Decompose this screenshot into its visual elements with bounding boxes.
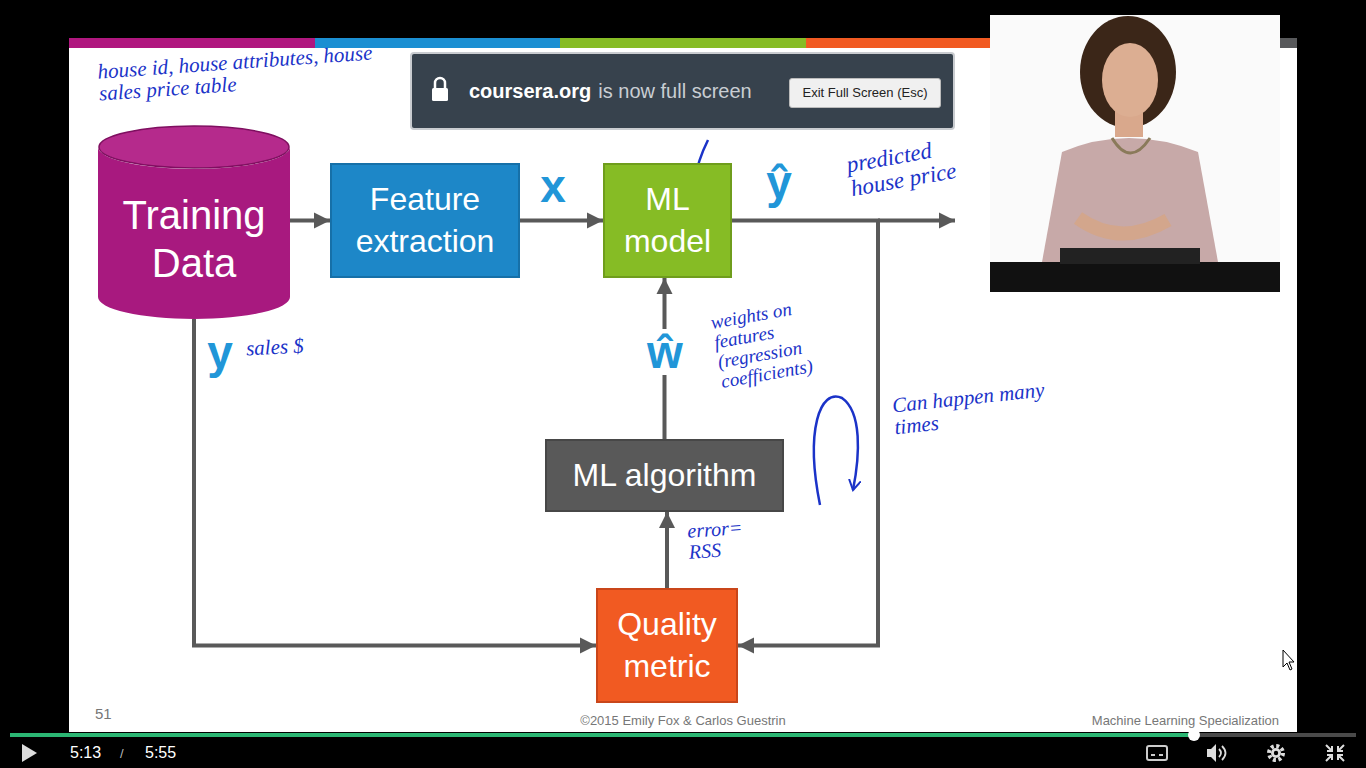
lock-icon <box>432 88 448 101</box>
presenter-video <box>1042 138 1218 262</box>
presenter-video <box>1112 138 1150 153</box>
presenter-video <box>1080 16 1176 128</box>
node-text: is now full screen <box>598 79 751 103</box>
player-controls <box>1271 748 1281 758</box>
course-title: Machine Learning Specialization <box>1092 713 1279 728</box>
progress-bar <box>1188 729 1200 741</box>
fullscreen-notice: coursera.org is now full screen Exit Full … <box>410 52 955 130</box>
slide-color-stripe <box>69 38 315 48</box>
presenter-video <box>1102 43 1158 117</box>
player-controls <box>1326 745 1344 761</box>
connector-arrow <box>194 319 596 646</box>
slide-color-stripe <box>560 38 806 48</box>
presenter-video <box>1078 218 1168 234</box>
progress-bar <box>10 729 1356 741</box>
presenter-video <box>990 262 1280 292</box>
handwritten-note: error= RSS <box>687 515 770 562</box>
player-controls <box>1219 746 1226 760</box>
player-controls <box>22 744 1344 762</box>
connector-arrow <box>732 221 878 646</box>
total-time: 5:55 <box>145 744 176 762</box>
process-box: Feature extraction <box>330 163 520 278</box>
player-controls <box>1269 746 1283 760</box>
player-controls <box>1274 751 1278 755</box>
output-arrow <box>878 219 955 223</box>
loop-arrow <box>814 397 858 505</box>
process-box: ML algorithm <box>545 439 784 512</box>
connector-arrow <box>290 219 330 223</box>
node-text: Training Data <box>106 191 282 287</box>
database-cylinder: Training Data <box>98 125 290 319</box>
player-controls <box>1207 744 1216 762</box>
node-text: coursera.org <box>469 79 591 103</box>
node-text: Exit Full Screen (Esc) <box>803 85 928 101</box>
node-text: ML algorithm <box>573 455 757 497</box>
lock-icon <box>432 78 448 101</box>
presenter-video <box>1060 248 1200 264</box>
cylinder-top <box>99 126 289 168</box>
slide-background <box>69 38 1297 732</box>
player-controls <box>22 744 37 762</box>
process-box: ML model <box>603 163 732 278</box>
lock-icon <box>435 78 445 88</box>
connector-arrow <box>520 219 603 223</box>
edge-label: x <box>537 163 569 209</box>
current-time: 5:13 <box>70 744 101 762</box>
node-text: ML model <box>611 179 724 262</box>
time-separator: / <box>120 746 124 761</box>
progress-bar <box>10 733 1356 737</box>
progress-bar <box>10 733 1194 737</box>
exit-fullscreen-button: Exit Full Screen (Esc) <box>789 78 941 108</box>
slide-number: 51 <box>95 705 112 722</box>
edge-label: y <box>204 329 236 375</box>
player-controls <box>1147 746 1167 760</box>
edge-label: ŷ <box>763 159 795 205</box>
presenter-video <box>990 15 1280 292</box>
node-text: Quality metric <box>604 604 730 687</box>
mouse-cursor <box>1283 650 1294 670</box>
process-box: Quality metric <box>596 588 738 703</box>
copyright-note: ©2015 Emily Fox & Carlos Guestrin <box>580 713 785 728</box>
player-controls <box>1151 754 1163 756</box>
edge-label: ŵ <box>644 329 686 375</box>
presenter-video <box>990 15 1280 262</box>
handwritten-note: sales $ <box>245 335 304 360</box>
cylinder-body <box>98 147 290 319</box>
connector-arrow <box>665 512 669 588</box>
node-text: Feature extraction <box>340 179 510 262</box>
